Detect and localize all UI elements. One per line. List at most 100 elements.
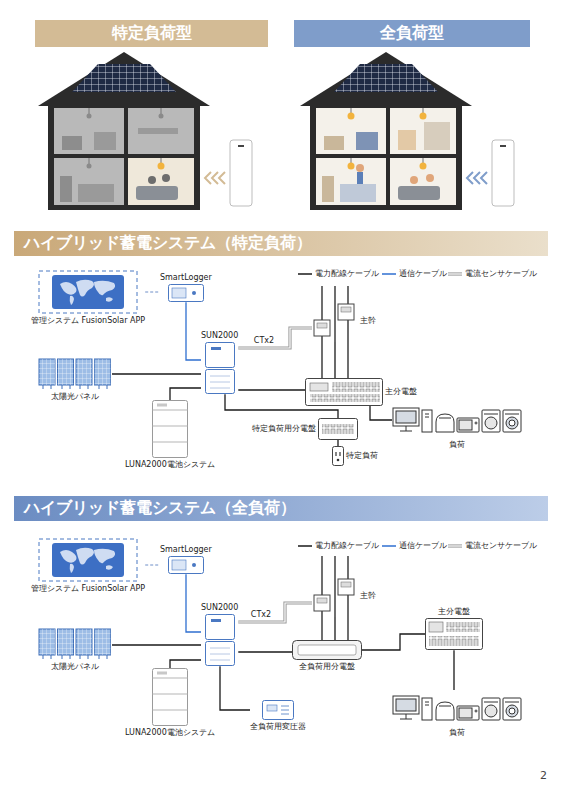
icon-slot	[305, 378, 383, 406]
icon-slot	[168, 284, 204, 302]
page-number: 2	[540, 770, 547, 783]
edge-label: CTx2	[253, 336, 275, 345]
band-title: 全負荷型	[380, 24, 444, 42]
icon-slot	[205, 614, 235, 666]
legend-entry: 電力配線ケーブル	[298, 270, 379, 279]
cable-connector	[362, 634, 425, 650]
header-band: ハイブリッド蓄電システム（全負荷）	[14, 496, 548, 521]
cable-connector	[238, 603, 312, 622]
device-node: 管理システム FusionSolar APP	[31, 538, 145, 593]
device-node: 主分電盤	[305, 378, 417, 406]
device-node: 負荷	[392, 402, 522, 449]
icon-slot	[38, 270, 138, 314]
device-label: SUN2000	[201, 603, 238, 612]
outlet-symbol	[333, 447, 344, 466]
cable-line	[238, 651, 292, 652]
cable-line	[370, 406, 392, 420]
icon-slot	[38, 628, 112, 660]
cable-connector	[370, 406, 392, 420]
sensor-cable-inner	[238, 603, 312, 622]
smartlogger-device	[169, 285, 204, 302]
cable-connector	[335, 342, 336, 378]
cable-connector	[238, 390, 305, 391]
legend-text: 通信ケーブル	[399, 270, 447, 279]
cable-connector	[454, 650, 455, 690]
legend-text: 電力配線ケーブル	[315, 270, 379, 279]
device-label: 管理システム FusionSolar APP	[31, 584, 145, 593]
cable-connector	[112, 645, 201, 646]
device-label: 負荷	[449, 440, 465, 449]
legend-entry: 電力配線ケーブル	[298, 542, 379, 551]
distribution-board	[426, 619, 483, 650]
device-label: 特定負荷用分電盤	[252, 424, 316, 433]
house-specific-load	[38, 52, 252, 210]
device-node: LUNA2000電池システム	[125, 668, 215, 737]
cable-line	[145, 292, 160, 293]
cable-line	[334, 342, 335, 378]
cable-line	[112, 373, 201, 374]
device-node: 太陽光パネル	[38, 358, 112, 401]
legend-sample	[382, 271, 396, 277]
header-band: 全負荷型	[294, 20, 530, 47]
icon-slot	[152, 400, 188, 458]
icon-slot	[425, 618, 483, 650]
device-node: 主分電盤	[425, 607, 483, 650]
icon-slot	[312, 300, 358, 342]
device-node: 特定負荷用分電盤	[252, 418, 358, 440]
legend-sample	[448, 543, 462, 549]
icon-slot	[38, 358, 112, 390]
device-label: SmartLogger	[160, 545, 212, 554]
management-screen	[39, 539, 137, 581]
appliances	[393, 696, 521, 720]
system-diagram-whole	[39, 539, 521, 726]
specific-load-board	[319, 419, 358, 440]
cable-connector	[335, 617, 336, 640]
device-label: 主分電盤	[438, 607, 470, 616]
legend-text: 電力配線ケーブル	[315, 542, 379, 551]
header-band: 特定負荷型	[35, 20, 268, 47]
device-label: LUNA2000電池システム	[125, 728, 215, 737]
icon-slot	[152, 668, 188, 726]
main-breaker	[314, 575, 354, 617]
band-title: ハイブリッド蓄電システム（全負荷）	[24, 499, 296, 517]
cable-connector	[238, 652, 292, 653]
band-title: ハイブリッド蓄電システム（特定負荷）	[24, 234, 312, 252]
device-node: 全負荷用変圧器	[250, 700, 306, 731]
device-node: SmartLogger	[160, 273, 212, 302]
device-node: SmartLogger	[160, 545, 212, 574]
cable-line	[170, 388, 201, 400]
icon-slot	[312, 575, 358, 617]
device-node: 太陽光パネル	[38, 628, 112, 671]
legend-entry: 電流センサケーブル	[448, 270, 537, 279]
sensor-cable-outer	[238, 328, 312, 348]
cable-connector	[170, 660, 201, 668]
cable-line	[337, 440, 338, 446]
cable-line	[186, 574, 201, 632]
legend-sample	[298, 543, 312, 549]
cable-line	[186, 302, 201, 360]
header-band: ハイブリッド蓄電システム（特定負荷）	[14, 231, 548, 256]
icon-slot	[332, 446, 344, 466]
device-node: 主幹	[312, 575, 376, 617]
device-label: 全負荷用変圧器	[250, 722, 306, 731]
main-breaker	[314, 300, 354, 342]
management-screen	[39, 271, 137, 313]
whole-load-board	[293, 641, 362, 660]
icon-slot	[292, 640, 362, 660]
cable-connector	[338, 440, 339, 446]
device-label: 管理システム FusionSolar APP	[31, 316, 145, 325]
cable-connector	[225, 394, 338, 418]
appliances	[393, 408, 521, 432]
icon-slot	[262, 700, 294, 720]
legend-sample	[298, 271, 312, 277]
device-label: 主分電盤	[385, 387, 417, 396]
device-node: 管理システム FusionSolar APP	[31, 270, 145, 325]
cable-line	[453, 650, 454, 690]
device-node: 全負荷用分電盤	[292, 640, 362, 671]
smartlogger-device	[169, 557, 204, 574]
device-label: SUN2000	[201, 331, 238, 340]
cable-connector	[112, 374, 201, 375]
device-label: 太陽光パネル	[51, 662, 99, 671]
device-node: LUNA2000電池システム	[125, 400, 215, 469]
inverter-unit	[206, 615, 235, 666]
